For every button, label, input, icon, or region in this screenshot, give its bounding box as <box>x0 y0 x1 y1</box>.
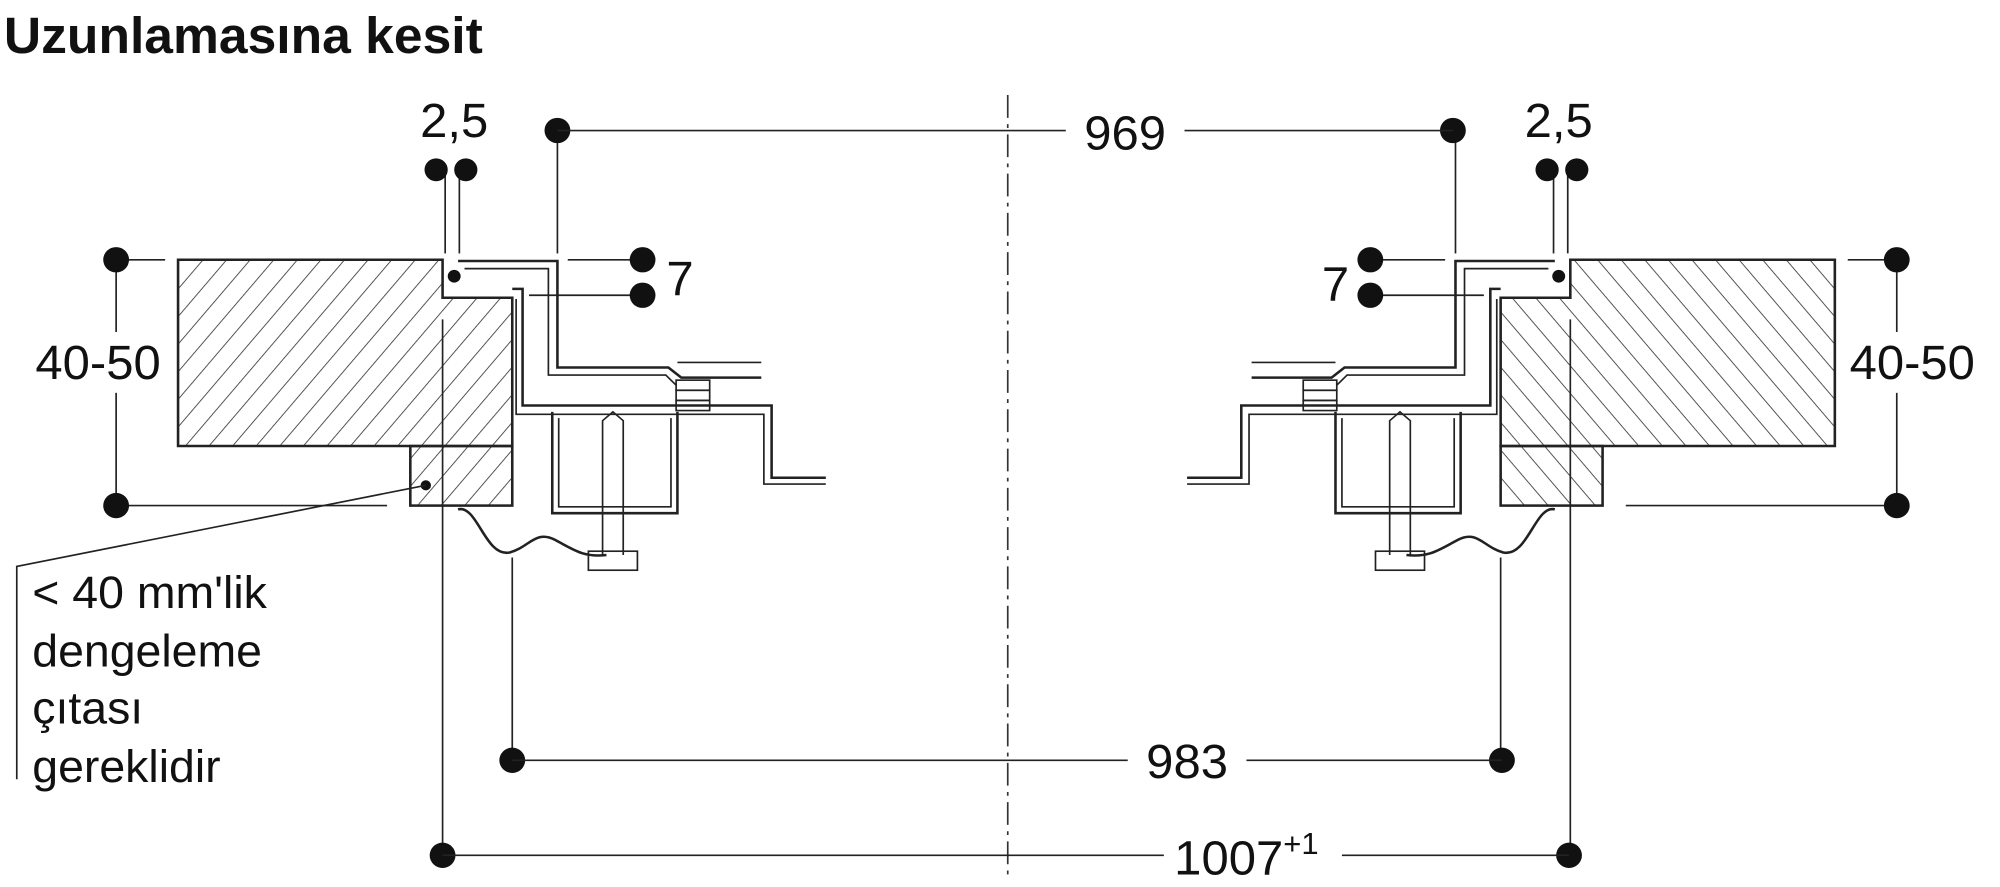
note-line-4: gereklidir <box>32 740 220 792</box>
note-line-1: < 40 mm'lik <box>32 567 268 619</box>
dim-rim-right: 7 <box>1322 258 1349 312</box>
dim-thickness-right: 40-50 <box>1850 336 1975 390</box>
dim-969: 969 <box>1084 107 1166 161</box>
right-assembly <box>1185 129 1911 857</box>
dim-gap-right: 2,5 <box>1525 94 1593 148</box>
diagram-title: Uzunlamasına kesit <box>4 8 483 64</box>
dim-1007: 1007+1 <box>1174 826 1318 885</box>
note-line-3: çıtası <box>32 682 143 734</box>
dim-rim-left: 7 <box>666 253 693 307</box>
dim-thickness-left: 40-50 <box>35 336 160 390</box>
dim-983: 983 <box>1146 735 1228 789</box>
dim-gap-left: 2,5 <box>420 94 488 148</box>
note-line-2: dengeleme <box>32 625 262 677</box>
